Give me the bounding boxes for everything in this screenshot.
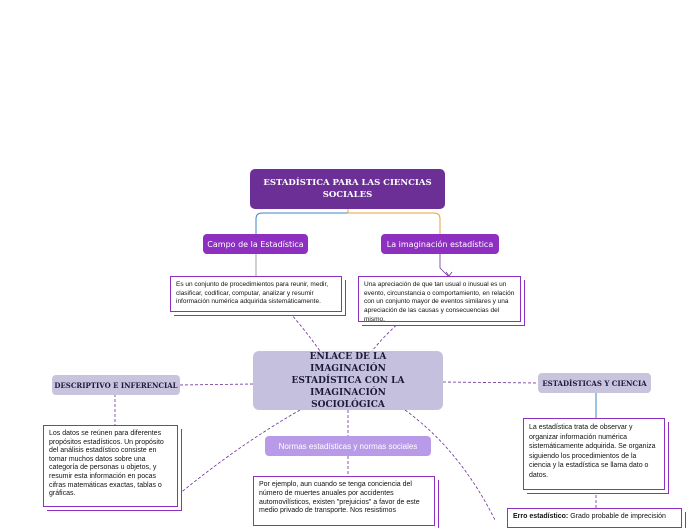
branch-pill-imaginacion[interactable]: La imaginación estadística bbox=[381, 234, 499, 254]
topic-estadisticas-ciencia[interactable]: ESTADÍSTICAS Y CIENCIA bbox=[538, 373, 651, 393]
card-normas-text: Por ejemplo, aun cuando se tenga concien… bbox=[259, 481, 420, 515]
card-imaginacion-text: Una apreciación de que tan usual o inusu… bbox=[364, 281, 515, 323]
main-title[interactable]: ESTADÍSTICA PARA LAS CIENCIAS SOCIALES bbox=[250, 169, 445, 209]
card-campo-text: Es un conjunto de procedimientos para re… bbox=[176, 281, 329, 306]
card-normas[interactable]: Por ejemplo, aun cuando se tenga concien… bbox=[253, 476, 435, 526]
topic-descriptivo-inferencial[interactable]: DESCRIPTIVO E INFERENCIAL bbox=[52, 375, 180, 395]
card-estadisticas-ciencia[interactable]: La estadística trata de observar y organ… bbox=[523, 418, 665, 490]
card-campo-definition[interactable]: Es un conjunto de procedimientos para re… bbox=[170, 276, 342, 312]
central-topic[interactable]: ENLACE DE LA IMAGINACIÓN ESTADÍSTICA CON… bbox=[253, 351, 443, 410]
error-label: Erro estadístico: bbox=[513, 513, 569, 520]
card-error-estadistico[interactable]: Erro estadístico: Grado probable de impr… bbox=[507, 508, 682, 528]
card-descriptivo-text: Los datos se reúnen para diferentes prop… bbox=[49, 430, 164, 498]
card-imaginacion-definition[interactable]: Una apreciación de que tan usual o inusu… bbox=[358, 276, 521, 323]
card-descriptivo[interactable]: Los datos se reúnen para diferentes prop… bbox=[43, 425, 178, 507]
topic-normas[interactable]: Normas estadísticas y normas sociales bbox=[265, 436, 431, 456]
card-estadisticas-text: La estadística trata de observar y organ… bbox=[529, 424, 656, 479]
branch-pill-campo[interactable]: Campo de la Estadística bbox=[203, 234, 308, 254]
error-text: Grado probable de imprecisión bbox=[570, 513, 666, 520]
